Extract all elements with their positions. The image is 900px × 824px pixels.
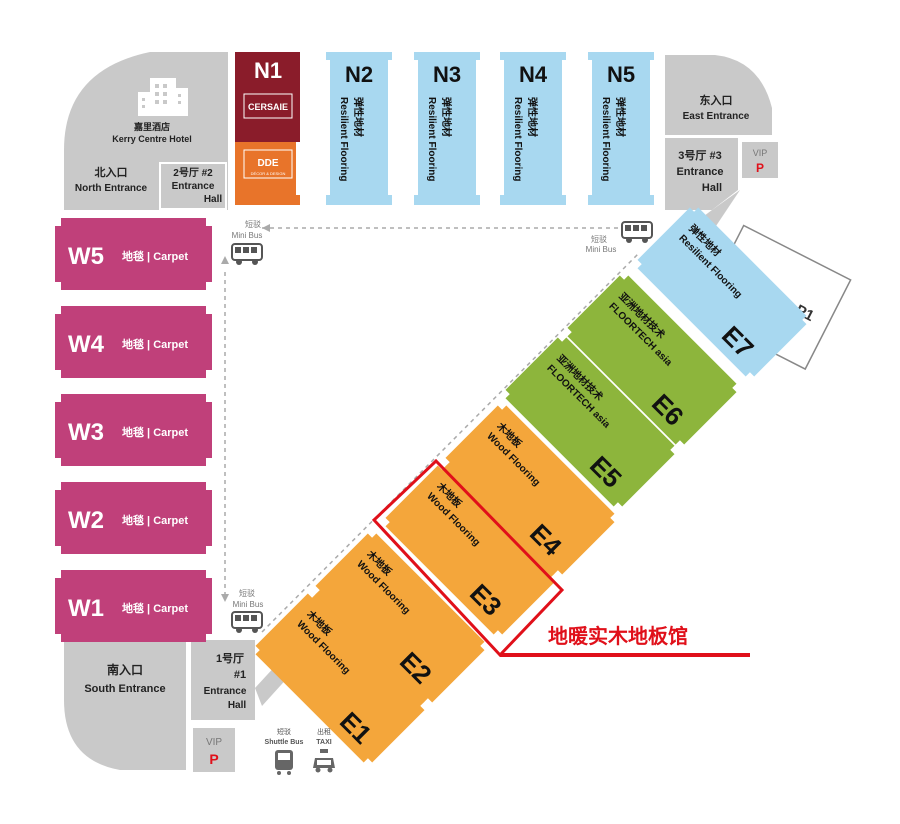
vip-parking-east[interactable]	[742, 142, 778, 178]
hall-w5-label: 地毯 | Carpet	[122, 249, 188, 263]
hall2-hall: Hall	[204, 194, 223, 205]
hall2-entrance: Entrance	[172, 181, 215, 192]
hall-w1-id: W1	[68, 595, 104, 622]
hotel-label-en: Kerry Centre Hotel	[112, 134, 192, 144]
entrance-hall-1[interactable]	[191, 640, 255, 720]
north-entrance-cn: 北入口	[95, 165, 128, 179]
vip-parking-south[interactable]	[193, 728, 235, 772]
hall-n4[interactable]: N4 弹性地材Resilient Flooring	[500, 52, 566, 205]
minibus-ne-en: Mini Bus	[586, 245, 617, 254]
taxi-cn: 出租	[317, 727, 331, 736]
entrance-hall-2[interactable]	[159, 162, 227, 210]
highlight-label: 地暖实木地板馆	[548, 624, 688, 648]
south-area	[64, 640, 186, 770]
hotel-icon	[138, 78, 188, 116]
hall-w3-label: 地毯 | Carpet	[122, 425, 188, 439]
hall2-label: 2号厅 #2	[173, 167, 213, 179]
hall-n1-id: N1	[254, 58, 282, 83]
hall-n5[interactable]: N5 弹性地材Resilient Flooring	[588, 52, 654, 205]
hall1-label: 1号厅	[216, 652, 244, 665]
dde-logo: DDE	[257, 158, 278, 169]
dde-logo-sub: DÉCOR & DESIGN	[251, 171, 286, 176]
hall1-hall: Hall	[228, 700, 247, 711]
south-entrance-cn: 南入口	[107, 662, 143, 677]
minibus-s-en: Mini Bus	[233, 600, 264, 609]
hall-w4-id: W4	[68, 331, 105, 358]
taxi-stop[interactable]: 出租 TAXI	[313, 727, 335, 773]
hall1-number: #1	[234, 669, 246, 681]
shuttle-bus-stop[interactable]: 短驳 Shuttle Bus	[265, 727, 304, 775]
minibus-stop-northwest[interactable]: 短驳 Mini Bus	[231, 219, 263, 266]
hall-w4[interactable]: W4 地毯 | Carpet	[55, 306, 212, 378]
parking-east-icon: P	[756, 161, 764, 175]
minibus-stop-south[interactable]: 短驳 Mini Bus	[231, 588, 264, 634]
entrance-hall-3[interactable]	[665, 138, 738, 210]
hall-n1[interactable]: N1 CERSAIE DDE DÉCOR & DESIGN	[235, 52, 300, 205]
hall1-entrance: Entrance	[204, 686, 247, 697]
taxi-en: TAXI	[316, 739, 331, 746]
hall-n2-id: N2	[345, 62, 373, 87]
minibus-s-cn: 短驳	[239, 588, 255, 598]
northeast-area	[665, 55, 772, 135]
hall-n4-label: 弹性地材Resilient Flooring	[512, 97, 539, 181]
hall-n3-label: 弹性地材Resilient Flooring	[426, 97, 453, 181]
shuttle-cn: 短驳	[277, 727, 291, 736]
north-entrance-en: North Entrance	[75, 183, 148, 194]
south-entrance-en: South Entrance	[84, 683, 165, 695]
hall-w2[interactable]: W2 地毯 | Carpet	[55, 482, 212, 554]
vip-east-label: VIP	[753, 148, 768, 158]
minibus-route	[224, 227, 641, 633]
minibus-nw-cn: 短驳	[245, 219, 261, 229]
hall-w5[interactable]: W5 地毯 | Carpet	[55, 218, 212, 290]
hall-n2[interactable]: N2 弹性地材Resilient Flooring	[326, 52, 392, 205]
route-arrow-west	[262, 224, 270, 232]
hall-n5-id: N5	[607, 62, 635, 87]
vip-south-label: VIP	[206, 737, 222, 748]
shuttle-bus-icon	[275, 750, 293, 775]
hall-n3-id: N3	[433, 62, 461, 87]
east-entrance-en: East Entrance	[683, 111, 750, 122]
minibus-stop-northeast[interactable]: 短驳 Mini Bus	[586, 221, 653, 254]
highlight-box-e3	[371, 458, 750, 658]
hall-n3[interactable]: N3 弹性地材Resilient Flooring	[414, 52, 480, 205]
hall-w4-label: 地毯 | Carpet	[122, 337, 188, 351]
taxi-icon	[313, 749, 335, 773]
hall-w1[interactable]: W1 地毯 | Carpet	[55, 570, 212, 642]
hall-n2-label: 弹性地材Resilient Flooring	[338, 97, 365, 181]
hall-w1-label: 地毯 | Carpet	[122, 601, 188, 615]
route-arrow-down	[221, 594, 229, 602]
hall-n5-label: 弹性地材Resilient Flooring	[600, 97, 627, 181]
minibus-ne-cn: 短驳	[591, 234, 607, 244]
hall3-label: 3号厅 #3	[678, 149, 721, 162]
parking-south-icon: P	[209, 751, 218, 767]
cersaie-logo: CERSAIE	[248, 102, 288, 112]
east-entrance-cn: 东入口	[700, 93, 733, 107]
hall-w5-id: W5	[68, 243, 104, 270]
hall-w3[interactable]: W3 地毯 | Carpet	[55, 394, 212, 466]
hall-w2-label: 地毯 | Carpet	[122, 513, 188, 527]
hall-w2-id: W2	[68, 507, 104, 534]
hall3-hall: Hall	[702, 182, 722, 194]
minibus-nw-en: Mini Bus	[232, 231, 263, 240]
hall-w3-id: W3	[68, 419, 104, 446]
shuttle-en: Shuttle Bus	[265, 739, 304, 746]
hall3-entrance: Entrance	[676, 166, 723, 178]
route-arrow-up	[221, 256, 229, 264]
hotel-label-cn: 嘉里酒店	[133, 121, 170, 132]
hall-n4-id: N4	[519, 62, 548, 87]
